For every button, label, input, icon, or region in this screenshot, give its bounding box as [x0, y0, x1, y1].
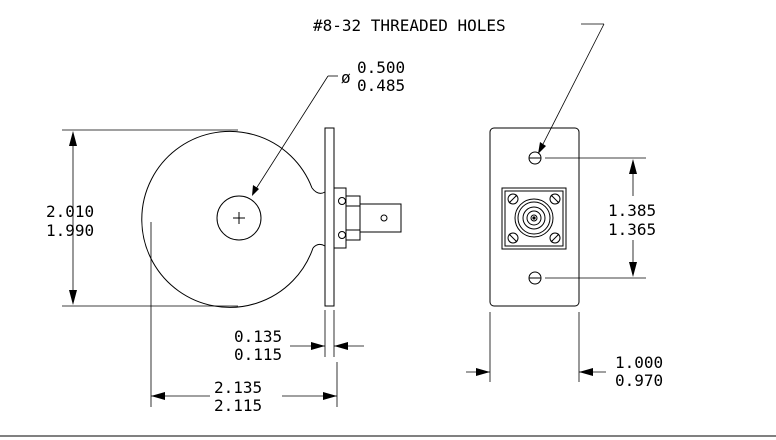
notch-top	[311, 187, 326, 194]
height-min: 1.990	[46, 221, 94, 240]
connector-base	[333, 187, 347, 249]
center-hole	[216, 195, 262, 241]
flange-thickness-min: 0.115	[234, 345, 282, 364]
hole-diameter-min: 0.485	[357, 76, 405, 95]
connector-nut	[345, 195, 361, 241]
threaded-holes-label: #8-32 THREADED HOLES	[313, 16, 506, 35]
plate-width-max: 1.000	[615, 353, 663, 372]
threaded-holes-leader	[538, 23, 605, 154]
height-dimension	[62, 129, 238, 307]
side-view	[141, 127, 402, 308]
hole-diameter-max: 0.500	[357, 58, 405, 77]
connector-face	[514, 198, 554, 238]
hole-spacing-dimension	[545, 157, 646, 279]
overall-width-min: 2.115	[214, 396, 262, 415]
hole-spacing-max: 1.385	[608, 201, 656, 220]
hole-diameter-leader	[252, 75, 338, 196]
connector-barrel	[359, 203, 402, 233]
overall-width-dimension	[150, 222, 338, 407]
hole-spacing-min: 1.365	[608, 220, 656, 239]
notch-bottom	[312, 243, 326, 249]
overall-width-max: 2.135	[214, 378, 262, 397]
connector-square	[501, 187, 567, 250]
front-view	[489, 127, 580, 307]
flange-thickness-max: 0.135	[234, 327, 282, 346]
height-max: 2.010	[46, 202, 94, 221]
flange-plate	[324, 127, 335, 307]
mounting-plate	[489, 127, 580, 307]
diameter-symbol: ø	[341, 68, 351, 87]
plate-width-min: 0.970	[615, 371, 663, 390]
flange-thickness-dimension	[290, 310, 364, 357]
connector-pin-hole	[380, 214, 388, 222]
plate-width-dimension	[466, 312, 606, 382]
disc-outline	[141, 130, 314, 308]
